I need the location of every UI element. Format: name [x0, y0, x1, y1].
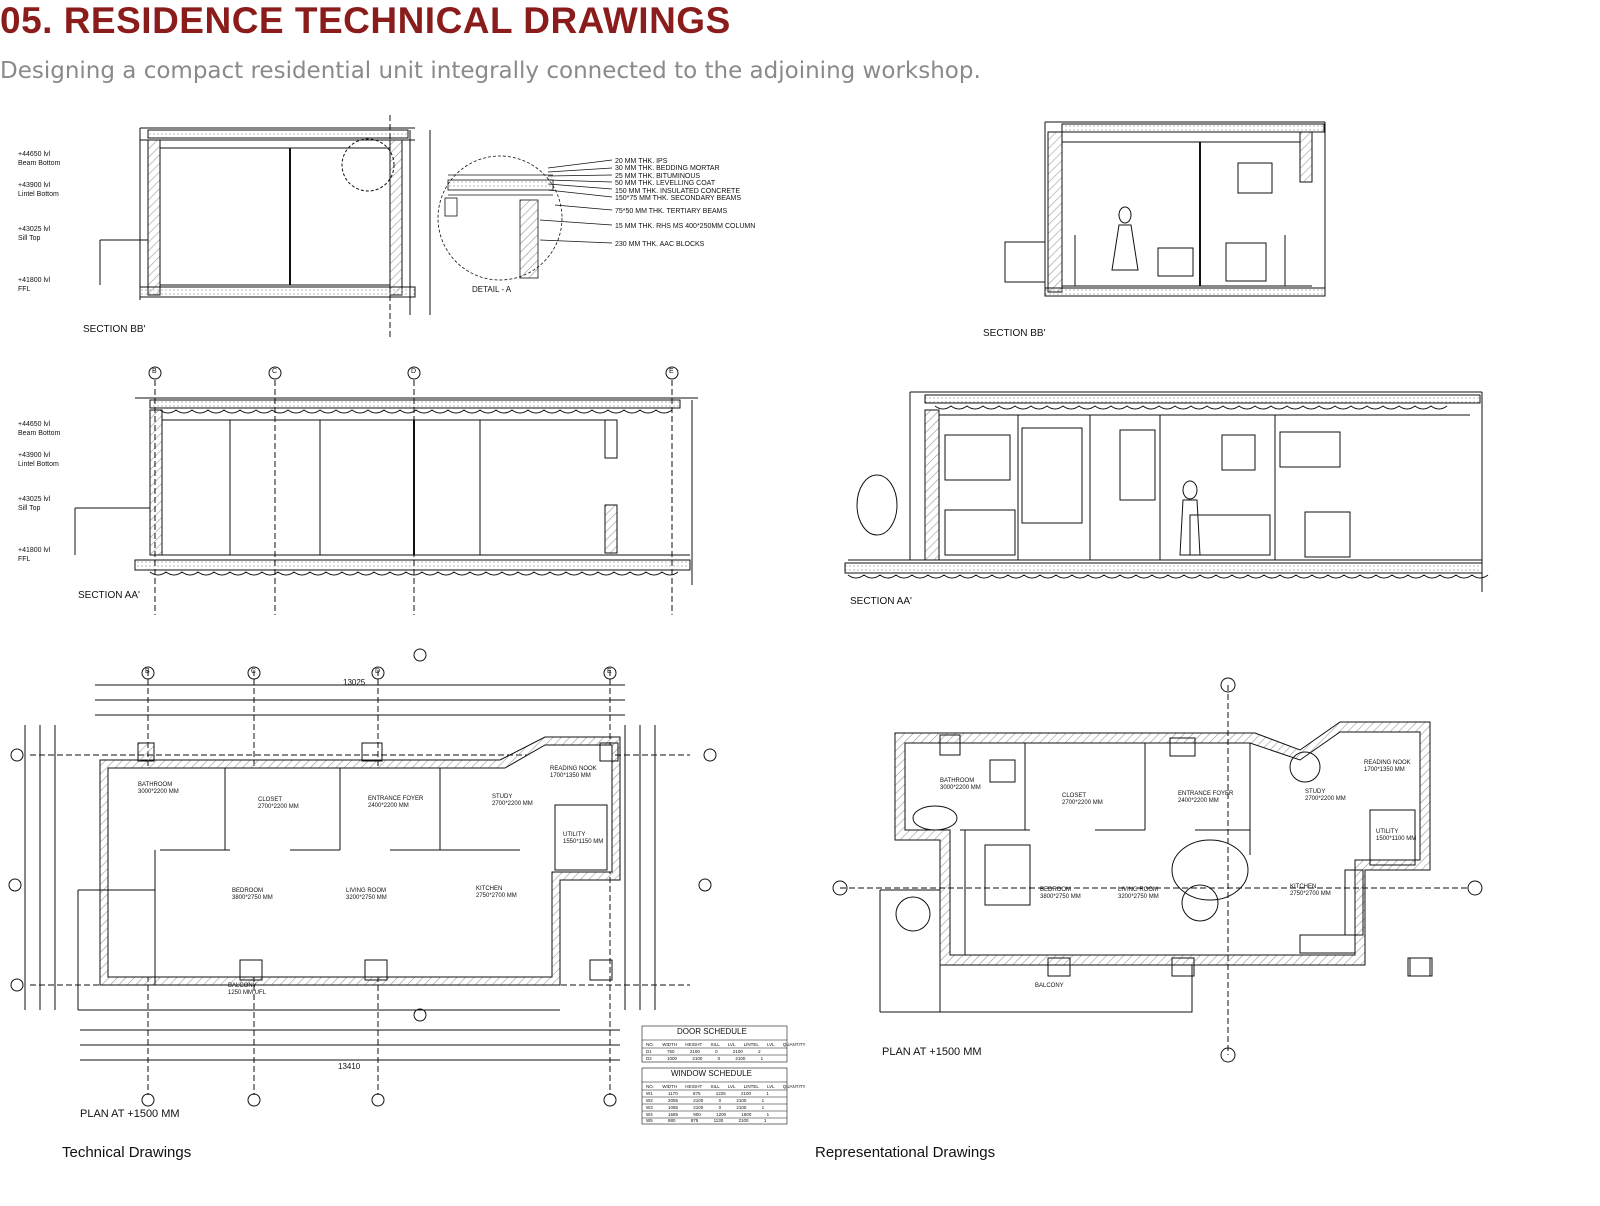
window-schedule-row: W5 880 875 1130 2100 1	[646, 1118, 767, 1123]
section-bb-technical	[99, 115, 431, 340]
grid-bubble-c: C	[272, 368, 278, 375]
section-bb-rep-label: SECTION BB'	[983, 328, 1046, 339]
detail-a-layer: 75*50 MM THK. TERTIARY BEAMS	[615, 208, 728, 215]
caption-representational: Representational Drawings	[815, 1144, 996, 1161]
plan-representational	[832, 677, 1483, 1063]
grid-bubble-b: B	[152, 368, 157, 375]
window-schedule-row: W1 1170 875 1225 2100 1	[646, 1091, 769, 1096]
detail-a-label: DETAIL - A	[472, 285, 512, 294]
section-aa-tech-label: SECTION AA'	[78, 590, 140, 601]
door-schedule-header: NO. WIDTH HEIGHT SILL LVL LINTEL LVL QUA…	[646, 1042, 806, 1047]
schedule-tables	[641, 1025, 788, 1125]
detail-a-layer: 230 MM THK. AAC BLOCKS	[615, 241, 705, 248]
page-title: 05. RESIDENCE TECHNICAL DRAWINGS	[0, 0, 731, 41]
page-subtitle: Designing a compact residential unit int…	[0, 58, 981, 84]
door-schedule-row: D1 750 2100 0 2100 2	[646, 1049, 761, 1054]
detail-a-layer-list: 20 MM THK. IPS 30 MM THK. BEDDING MORTAR…	[615, 158, 742, 203]
grid-bubble-b: B	[145, 668, 150, 675]
door-schedule-title: DOOR SCHEDULE	[677, 1027, 747, 1036]
section-aa-technical	[74, 366, 698, 615]
section-aa-representational	[844, 391, 1489, 592]
grid-bubble-d: D	[375, 668, 381, 675]
section-bb-tech-label: SECTION BB'	[83, 324, 146, 335]
detail-a	[437, 155, 613, 281]
room-label-balcony: BALCONY	[1035, 983, 1064, 989]
caption-technical: Technical Drawings	[62, 1144, 192, 1161]
plan-tech-label: PLAN AT +1500 MM	[80, 1108, 180, 1120]
window-schedule-title: WINDOW SCHEDULE	[671, 1069, 752, 1078]
door-schedule-row: D2 1000 2100 0 2100 1	[646, 1056, 764, 1061]
grid-bubble-c: C	[251, 668, 257, 675]
section-bb-representational	[1004, 121, 1326, 297]
detail-a-layer: 15 MM THK. RHS MS 400*250MM COLUMN	[615, 223, 756, 230]
window-schedule-row: W3 1085 2100 0 2100 1	[646, 1105, 765, 1110]
window-schedule-row: W4 1685 900 1200 1800 1	[646, 1112, 770, 1117]
overall-dim-top: 13025	[343, 678, 366, 687]
grid-bubble-e: E	[607, 668, 612, 675]
section-aa-rep-label: SECTION AA'	[850, 596, 912, 607]
grid-bubble-e: E	[669, 368, 674, 375]
plan-rep-label: PLAN AT +1500 MM	[882, 1046, 982, 1058]
window-schedule-header: NO. WIDTH HEIGHT SILL LVL LINTEL LVL QUA…	[646, 1084, 806, 1089]
grid-bubble-d: D	[411, 368, 417, 375]
window-schedule-row: W2 2055 2100 0 2100 1	[646, 1098, 765, 1103]
plan-technical	[8, 648, 717, 1107]
overall-dim-bottom: 13410	[338, 1062, 361, 1071]
